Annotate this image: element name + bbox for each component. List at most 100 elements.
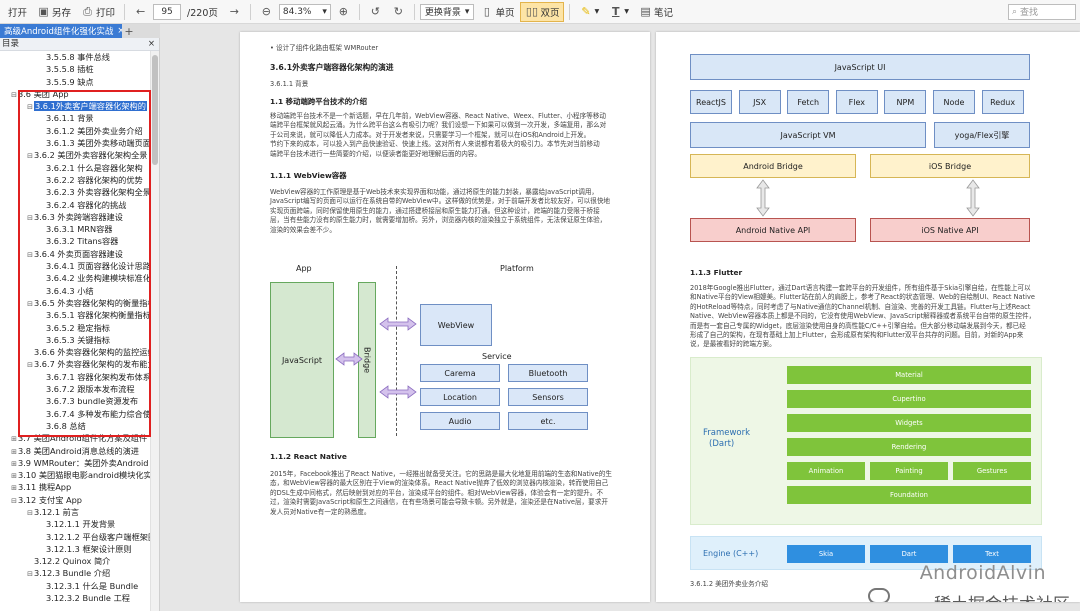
collapse-icon[interactable]: ⊟	[27, 570, 33, 579]
framework-title: Framework	[703, 428, 751, 438]
collapse-icon[interactable]: ⊟	[27, 299, 33, 308]
toc-item[interactable]: ⊟3.6.3 外卖跨端容器建设	[0, 211, 159, 223]
toc-scrollbar[interactable]	[150, 51, 159, 611]
close-icon[interactable]: ×	[147, 39, 155, 49]
toc-item[interactable]: ⊞3.7 美团Android组件化方案及组件	[0, 432, 159, 444]
arrow-right-icon: →	[229, 5, 239, 18]
toc-item[interactable]: 3.6.7.3 bundle资源发布	[0, 395, 159, 407]
toc-item[interactable]: 3.6.2.1 什么是容器化架构	[0, 162, 159, 174]
toc-item[interactable]: ⊞3.8 美团Android消息总线的演进	[0, 445, 159, 457]
toc-item[interactable]: 3.6.4.2 业务构建模块标准化	[0, 272, 159, 284]
toc-item[interactable]: 3.6.5.1 容器化架构衡量指标	[0, 309, 159, 321]
toc-item[interactable]: ⊞3.11 携程App	[0, 481, 159, 493]
collapse-icon[interactable]: ⊟	[27, 152, 33, 161]
zoom-select[interactable]: 84.3%▾	[278, 3, 331, 20]
zoom-out-button[interactable]: ⊖	[256, 2, 277, 22]
toc-item[interactable]: 3.6.7.2 跟版本发布流程	[0, 383, 159, 395]
toc-item[interactable]: ⊞3.10 美团猫眼电影android模块化实战	[0, 469, 159, 481]
toc-item[interactable]: ⊟3.6.7 外卖容器化架构的发布能力	[0, 358, 159, 370]
toc-item[interactable]: 3.6.4.1 页面容器化设计思路	[0, 260, 159, 272]
print-button[interactable]: ⎙打印	[77, 2, 119, 22]
toc-item[interactable]: 3.6.5.2 稳定指标	[0, 322, 159, 334]
toc-item[interactable]: 3.6.4.3 小结	[0, 285, 159, 297]
expand-icon[interactable]: ⊞	[11, 435, 17, 444]
expand-icon[interactable]: ⊞	[11, 472, 17, 481]
search-input[interactable]: ⌕查找	[1008, 3, 1076, 20]
text-line: 而是有一套自己专属的Widget，底层渲染使用自身的高性能C/C++引擎自绘。但…	[690, 321, 1026, 330]
toc-item[interactable]: 3.6.1.3 美团外卖移动端页面	[0, 137, 159, 149]
tab-document[interactable]: 高级Android组件化强化实战 ×	[0, 24, 122, 38]
toc-item[interactable]: 3.6.7.1 容器化架构发布体系	[0, 371, 159, 383]
text-line: 2015年，Facebook推出了React Native，一经推出就备受关注。…	[270, 470, 612, 478]
prev-page-button[interactable]: ←	[130, 2, 151, 22]
toc-item[interactable]: 3.6.5.3 关键指标	[0, 334, 159, 346]
save-as-button[interactable]: ▣另存	[33, 2, 75, 22]
toc-item[interactable]: 3.6.7.4 多种发布能力综合使用	[0, 408, 159, 420]
toc-item[interactable]: 3.6.6 外卖容器化架构的监控运维	[0, 346, 159, 358]
rotate-right-button[interactable]: ↻	[388, 2, 409, 22]
text-line: JavaScript编写的页面可以运行在系统自带的WebView中。这样做的优势…	[270, 197, 611, 206]
background-select[interactable]: 更换背景▾	[419, 3, 475, 20]
toc-item[interactable]: 3.12.1.3 框架设计原则	[0, 543, 159, 555]
toc-item[interactable]: 3.6.3.1 MRN容器	[0, 223, 159, 235]
toc-item[interactable]: 3.6.8 总结	[0, 420, 159, 432]
toc-item[interactable]: 3.12.3.1 什么是 Bundle	[0, 580, 159, 592]
toc-item[interactable]: 3.6.2.3 外卖容器化架构全景	[0, 186, 159, 198]
collapse-icon[interactable]: ⊟	[27, 250, 33, 259]
toc-item[interactable]: ⊟3.6.5 外卖容器化架构的衡量指标	[0, 297, 159, 309]
scrollbar-thumb[interactable]	[152, 55, 158, 165]
toc-item[interactable]: ⊟3.6.4 外卖页面容器建设	[0, 248, 159, 260]
toc-item-label: 3.6.5.2 稳定指标	[46, 322, 110, 333]
toc-item[interactable]: 3.6.1.2 美团外卖业务介绍	[0, 125, 159, 137]
double-page-button[interactable]: ▯▯双页	[520, 1, 565, 22]
open-button[interactable]: 打开	[4, 2, 31, 22]
toc-item[interactable]: ⊞3.9 WMRouter：美团外卖Android	[0, 457, 159, 469]
collapse-icon[interactable]: ⊟	[27, 508, 33, 517]
expand-icon[interactable]: ⊞	[11, 447, 17, 456]
collapse-icon[interactable]: ⊟	[27, 361, 33, 370]
add-tab-button[interactable]: +	[124, 24, 134, 38]
expand-icon[interactable]: ⊞	[11, 484, 17, 493]
text-tool-button[interactable]: T▾	[605, 2, 633, 22]
toc-item[interactable]: 3.6.2.4 容器化的挑战	[0, 199, 159, 211]
toc-item[interactable]: 3.6.1.1 背景	[0, 112, 159, 124]
highlighter-button[interactable]: ✎▾	[575, 2, 603, 22]
page-number-input[interactable]: 95	[153, 3, 182, 20]
collapse-icon[interactable]: ⊟	[27, 213, 33, 222]
zoom-in-button[interactable]: ⊕	[333, 2, 354, 22]
single-page-button[interactable]: ▯单页	[476, 2, 518, 22]
lib-box: JSX	[738, 90, 781, 114]
notes-button[interactable]: ▤笔记	[635, 2, 677, 22]
collapse-icon[interactable]: ⊟	[11, 496, 17, 505]
toc-item[interactable]: ⊟3.12.3 Bundle 介绍	[0, 567, 159, 579]
toc-item[interactable]: 3.5.5.8 插桩	[0, 63, 159, 75]
next-page-button[interactable]: →	[224, 2, 245, 22]
watermark-community: 稀土掘金技术社区	[934, 590, 1070, 602]
toc-item-label: 3.12.1 前言	[34, 506, 80, 517]
toc-item[interactable]: 3.12.2 Quinox 简介	[0, 555, 159, 567]
toc-item[interactable]: 3.12.1.2 平台级客户端框架图	[0, 531, 159, 543]
expand-icon[interactable]: ⊞	[11, 459, 17, 468]
framework-bar: Painting	[870, 462, 948, 480]
document-viewer[interactable]: • 设计了组件化路由框架 WMRouter 3.6.1外卖客户端容器化架构的演进…	[160, 24, 1080, 611]
toc-item[interactable]: 3.12.3.2 Bundle 工程	[0, 592, 159, 604]
collapse-icon[interactable]: ⊟	[27, 103, 33, 112]
toc-item[interactable]: ⊟3.6.2 美团外卖容器化架构全景	[0, 149, 159, 161]
toc-item[interactable]: ⊟3.12 支付宝 App	[0, 494, 159, 506]
double-page-icon: ▯▯	[525, 5, 538, 18]
text-line: 的DSL生成中间格式，然后映射到对应的平台，渲染成平台的组件。相对WebView…	[270, 488, 604, 497]
arrow-ios	[966, 179, 980, 217]
toc-item-label: 3.6.2.2 容器化架构的优势	[46, 174, 143, 185]
collapse-icon[interactable]: ⊟	[11, 90, 17, 99]
toc-item[interactable]: ⊟3.12.1 前言	[0, 506, 159, 518]
toc-item[interactable]: 3.6.2.2 容器化架构的优势	[0, 174, 159, 186]
rotate-left-button[interactable]: ↺	[365, 2, 386, 22]
framework-bar: Foundation	[787, 486, 1031, 504]
toc-item[interactable]: 3.12.1.1 开发背景	[0, 518, 159, 530]
toc-item[interactable]: ⊟3.6 美团 App	[0, 88, 159, 100]
toc-item[interactable]: 3.5.5.9 缺点	[0, 76, 159, 88]
close-icon[interactable]: ×	[117, 26, 122, 36]
toc-item[interactable]: 3.5.5.8 事件总线	[0, 51, 159, 63]
toc-item[interactable]: 3.6.3.2 Titans容器	[0, 235, 159, 247]
toc-item[interactable]: ⊟3.6.1外卖客户端容器化架构的	[0, 100, 159, 112]
